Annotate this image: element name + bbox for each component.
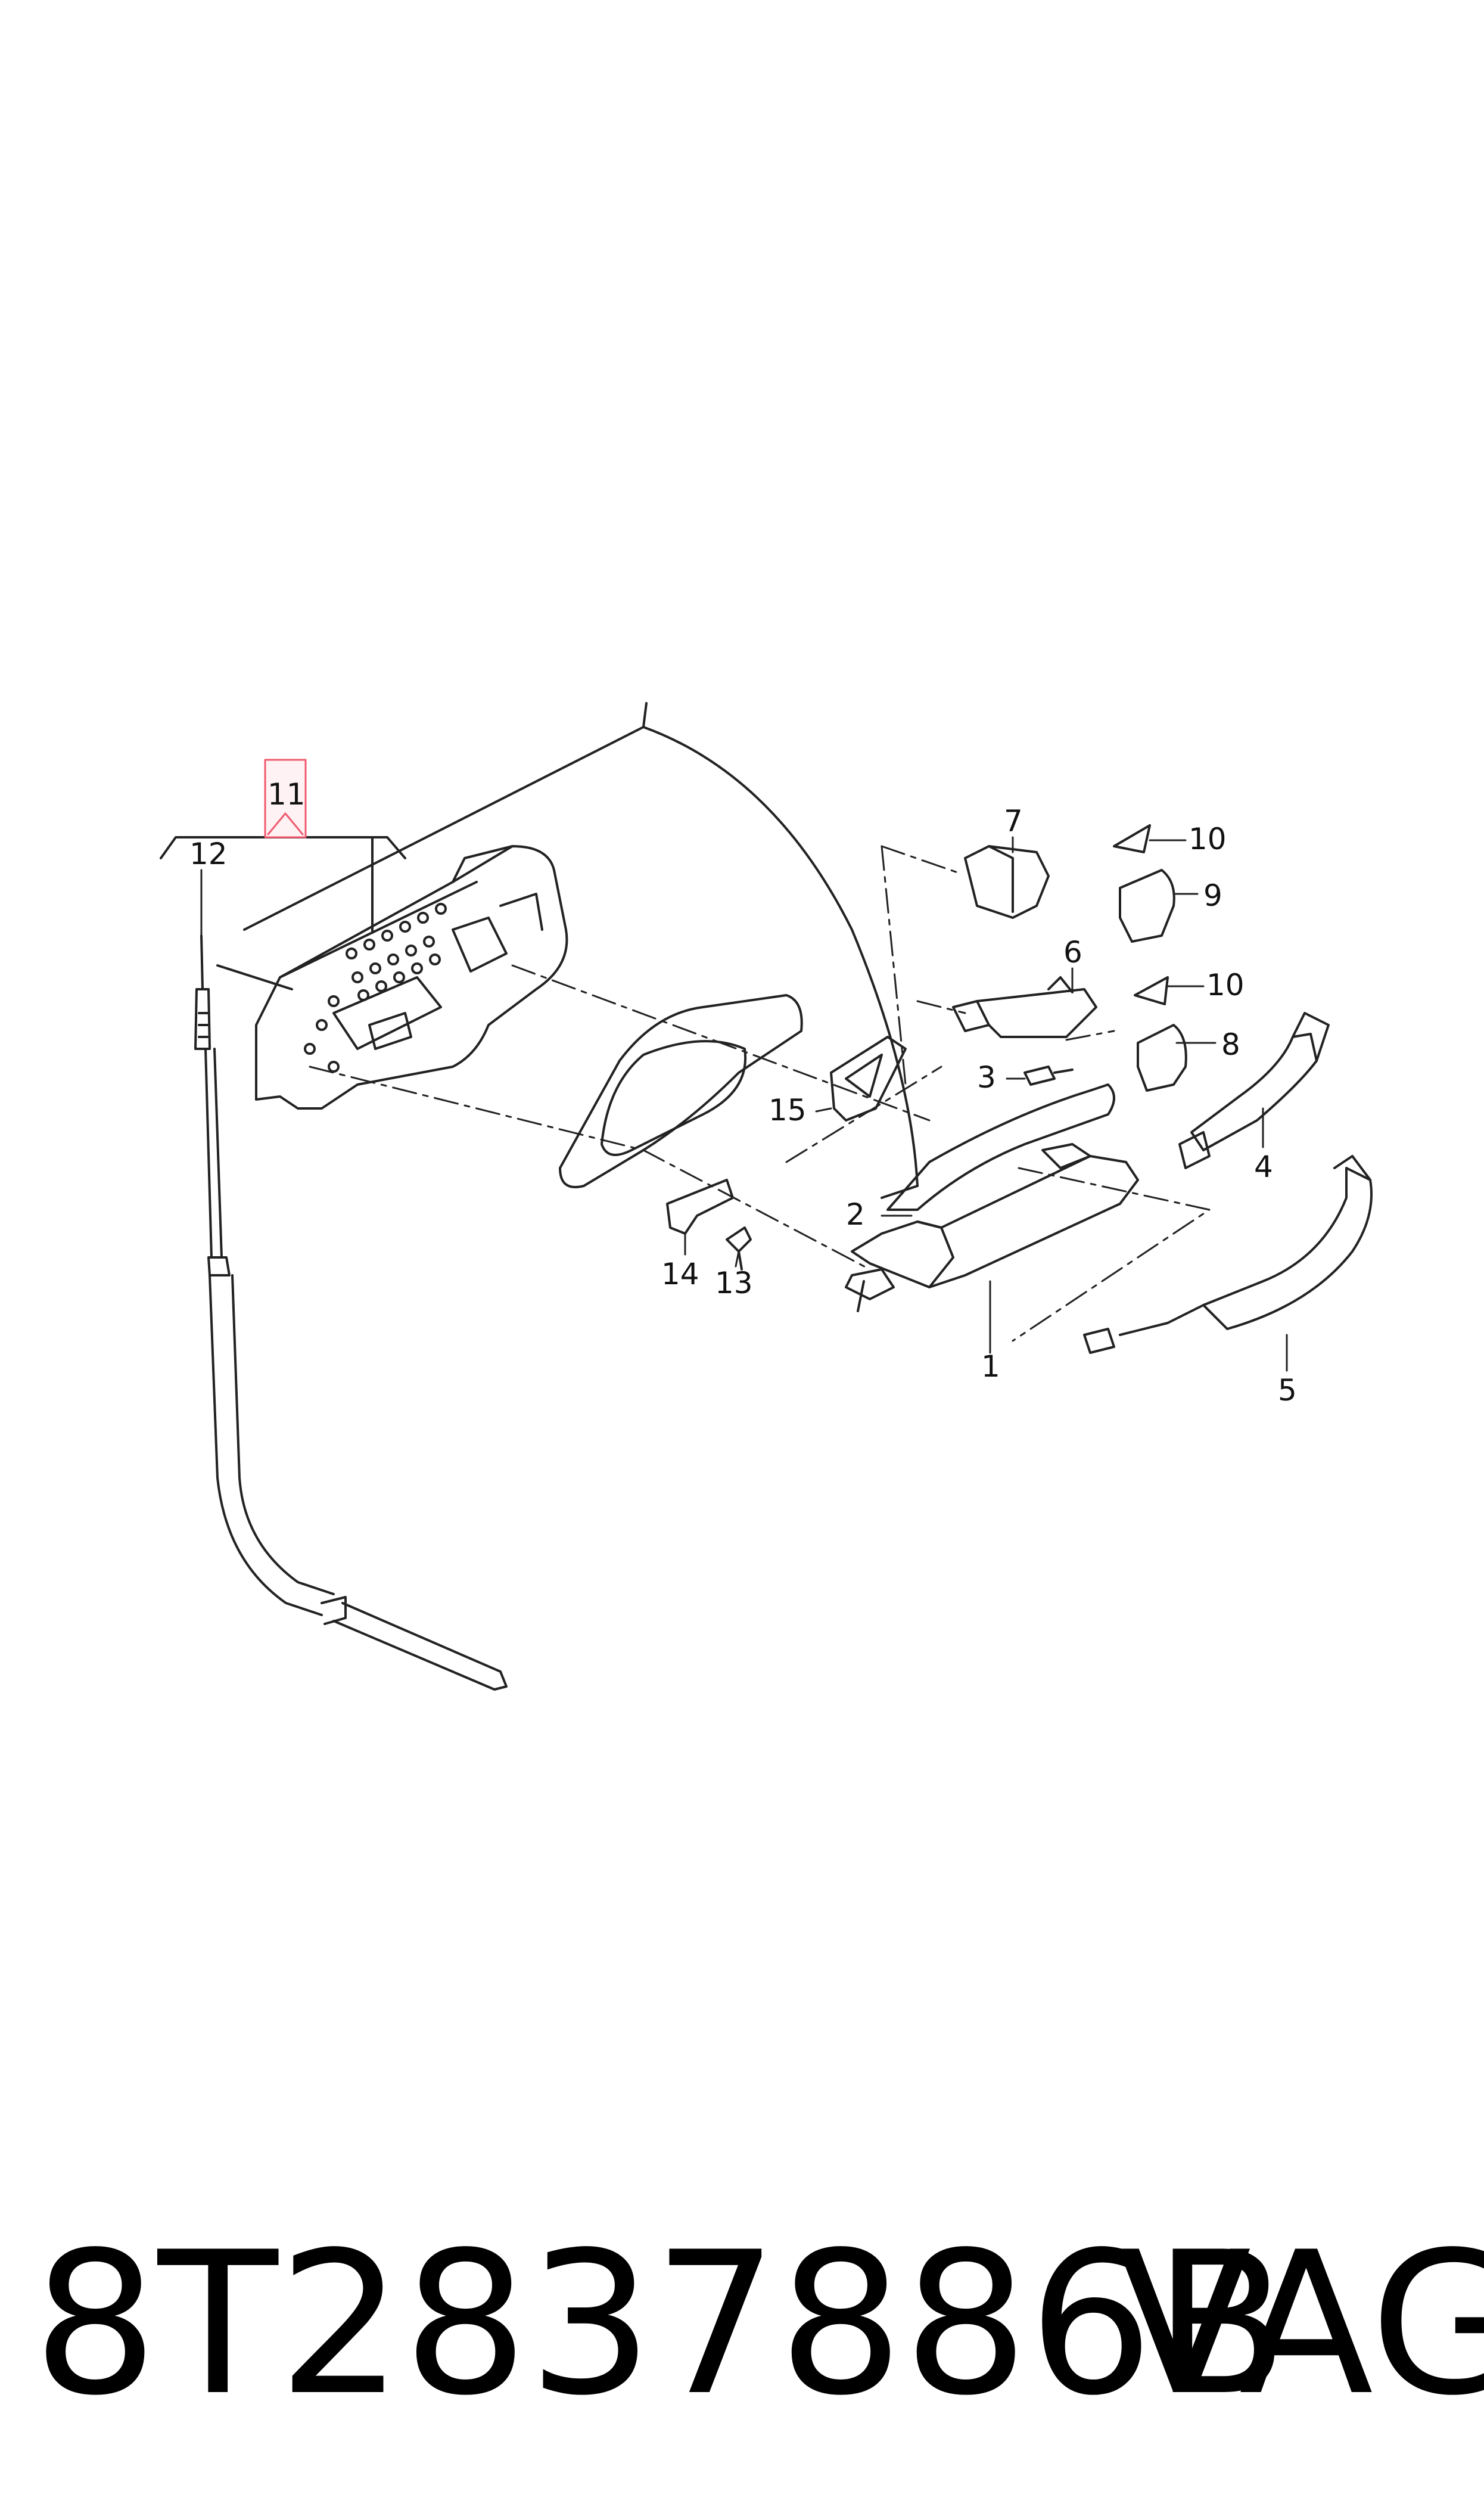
gasket bbox=[666, 1179, 734, 1235]
cap-9 bbox=[1119, 869, 1175, 943]
callout-6: 6 bbox=[1063, 935, 1082, 970]
footer: 8T2837886B VAG bbox=[0, 2199, 1484, 2449]
callout-13: 13 bbox=[715, 1266, 753, 1300]
callout-9: 9 bbox=[1203, 878, 1222, 913]
cap-8 bbox=[1137, 1024, 1187, 1092]
handle-recess-trim bbox=[559, 994, 803, 1188]
handle-screw bbox=[1023, 1066, 1074, 1086]
callout-14: 14 bbox=[661, 1257, 699, 1291]
seal-10-lower bbox=[1134, 976, 1169, 1005]
handle-cover bbox=[886, 1083, 1115, 1211]
callout-1: 1 bbox=[981, 1349, 1000, 1384]
lock-cylinder bbox=[952, 976, 1097, 1038]
callout-10-upper: 10 bbox=[1189, 822, 1227, 856]
handle-with-sensor bbox=[1083, 1155, 1373, 1354]
callout-11: 11 bbox=[267, 777, 306, 812]
screw bbox=[726, 1226, 752, 1271]
callout-10-lower: 10 bbox=[1206, 968, 1245, 1002]
callout-3: 3 bbox=[977, 1060, 996, 1095]
door-panel-outline bbox=[216, 702, 919, 1199]
callout-7: 7 bbox=[1004, 804, 1023, 838]
callout-8: 8 bbox=[1221, 1027, 1240, 1062]
callout-labels: 1 2 3 4 5 6 7 8 9 10 10 11 12 13 14 15 bbox=[189, 777, 1297, 1408]
callout-5: 5 bbox=[1278, 1373, 1297, 1408]
callout-12: 12 bbox=[189, 837, 228, 871]
callout-2: 2 bbox=[846, 1197, 865, 1232]
callout-4: 4 bbox=[1254, 1150, 1273, 1184]
assembly-guide-lines bbox=[309, 845, 1211, 1342]
handle-gasket bbox=[830, 1036, 907, 1122]
handle-carrier-bracket bbox=[255, 845, 568, 1110]
part-number: 8T2837886B bbox=[33, 2210, 1289, 2439]
lock-bracket bbox=[964, 845, 1050, 919]
item-11-highlight-box bbox=[264, 759, 307, 838]
callout-15: 15 bbox=[769, 1093, 807, 1128]
outer-door-handle bbox=[845, 1143, 1139, 1312]
callout-leaders bbox=[200, 836, 1288, 1372]
bowden-cable bbox=[194, 934, 508, 1691]
handle-trim-strip bbox=[1178, 1012, 1330, 1169]
brand-label: VAG bbox=[1117, 2210, 1484, 2439]
seal-10-upper bbox=[1113, 824, 1151, 853]
